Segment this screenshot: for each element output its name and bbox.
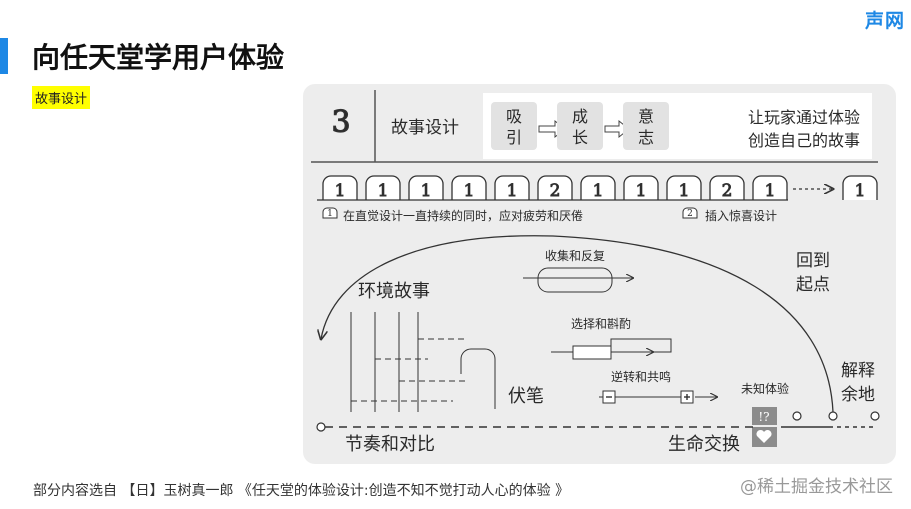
flow-attract-1: 吸 [506,107,522,126]
timeline-tab-number: 1 [507,181,518,201]
timeline-tab [709,175,745,200]
title-accent-bar [0,38,8,74]
flow-will-1: 意 [638,107,654,126]
unknown-icon: !? [758,410,769,424]
timeline-tab [322,175,358,200]
flow-grow-2: 长 [572,128,588,147]
choice-label: 选择和斟酌 [571,317,631,331]
rhythm-start-dot [316,422,326,432]
flow-will-2: 志 [638,128,654,147]
legend-1-text: 在直觉设计一直持续的同时，应对疲劳和厌倦 [343,208,583,223]
timeline-tab-number: 1 [378,181,389,201]
heart-icon [756,429,772,443]
timeline-tab-number: 1 [855,181,866,201]
flow-box-attract [491,102,537,150]
timeline-tab-number: 1 [593,181,604,201]
timeline-tab [451,175,487,200]
watermark: @稀土掘金技术社区 [740,477,893,497]
collect-loop [537,267,613,293]
legend-tab-2-num: 2 [687,209,693,219]
brand-logo: 声网 [864,10,905,32]
section-tag: 故事设计 [32,86,91,109]
return-label-1: 回到 [796,251,830,271]
diagram-heading: 故事设计 [391,118,459,138]
goal-line-2: 创造自己的故事 [748,131,860,150]
timeline-tab-number: 1 [679,181,690,201]
flow-box-grow [557,102,603,150]
timeline-tab-number: 1 [636,181,647,201]
flow-grow-1: 成 [572,107,588,126]
unknown-label: 未知体验 [741,381,789,396]
explain-label-1: 解释 [841,361,875,381]
foreshadow-hook [460,348,496,409]
timeline-tab-number: 2 [550,181,561,201]
timeline-tab-number: 1 [464,181,475,201]
goal-line-1: 让玩家通过体验 [748,108,860,127]
timeline-tab-number: 1 [421,181,432,201]
timeline-tab [408,175,444,200]
return-arc [321,235,834,413]
source-note: 部分内容选自 【日】玉树真一郎 《任天堂的体验设计:创造不知不觉打动人心的体验 … [33,483,570,499]
timeline-tab-number: 1 [335,181,346,201]
timeline-tab [365,175,401,200]
reverse-label: 逆转和共鸣 [611,369,671,384]
timeline-tab [752,175,788,200]
env-story-label: 环境故事 [358,281,430,302]
unknown-box [752,407,777,425]
timeline-tab [580,175,616,200]
timeline-tab [842,175,878,200]
timeline-tab [537,175,573,200]
legend-tab-1-icon [322,207,338,219]
choice-box [572,345,612,360]
timeline-tab [494,175,530,200]
collect-repeat-label: 收集和反复 [545,248,605,263]
legend-tab-1-num: 1 [327,209,333,219]
choice-box [610,338,672,353]
foreshadow-label: 伏笔 [508,386,544,407]
return-label-2: 起点 [796,275,830,295]
rhythm-dot [828,411,838,421]
legend-tab-2-icon [682,207,698,219]
rhythm-dot [792,411,802,421]
life-exchange-label: 生命交换 [668,434,740,455]
page-title: 向任天堂学用户体验 [32,41,285,74]
legend-2-text: 插入惊喜设计 [705,208,777,223]
timeline-tab [666,175,702,200]
explain-label-2: 余地 [841,385,875,405]
timeline-tab [623,175,659,200]
rhythm-end-dot [870,411,880,421]
step-number: 3 [331,105,350,140]
flow-attract-2: 引 [506,128,522,147]
timeline-tab-number: 2 [722,181,733,201]
timeline: 1 1 1 1 1 2 1 1 1 2 1 1 [317,175,878,201]
timeline-tab-number: 1 [765,181,776,201]
flow-box-will [623,102,669,150]
rhythm-label: 节奏和对比 [345,434,435,455]
